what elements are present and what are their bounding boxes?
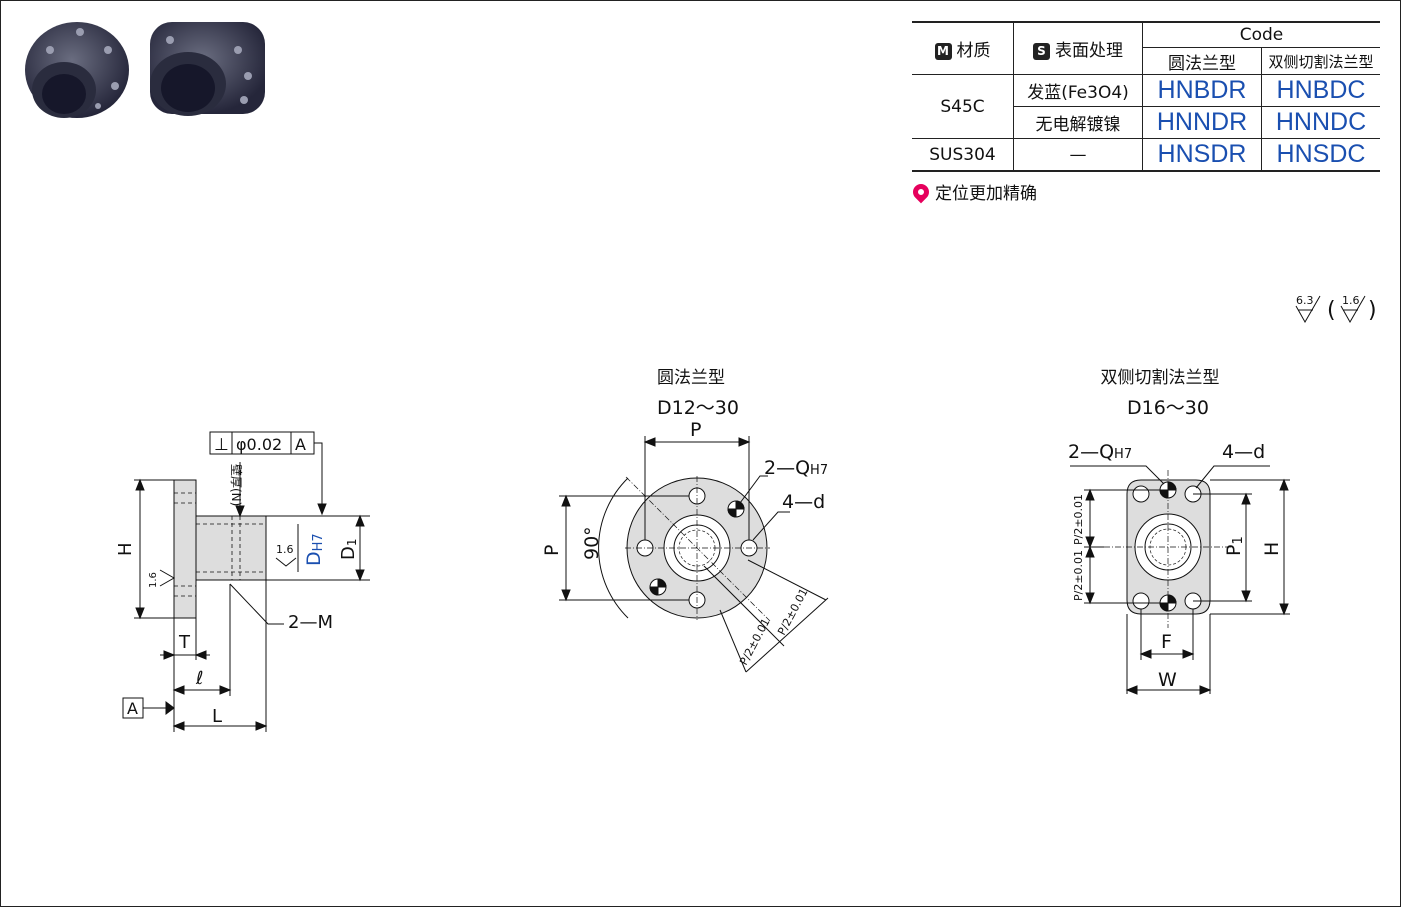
round-label-angle: 90° xyxy=(581,526,603,560)
label-d1: D1 xyxy=(338,538,359,560)
code-cell: HNSDC xyxy=(1261,138,1380,172)
label-d-h7: DH7 xyxy=(303,533,326,566)
cut-label-p1: P1 xyxy=(1223,536,1246,556)
surface-cell: 发蓝(Fe3O4) xyxy=(1013,74,1143,107)
round-flange-view: 圆法兰型 D12～30 P P xyxy=(541,368,829,673)
side-view: ⊥ φ0.02 A 壁厚(N) H 1.6 1.6 DH7 D1 2—M xyxy=(115,431,370,732)
round-label-half1: P/2±0.01 xyxy=(737,616,772,667)
col-round-header: 圆法兰型 xyxy=(1142,47,1262,75)
dowel-hole-icon xyxy=(649,500,745,596)
label-l: ℓ xyxy=(195,668,203,689)
tolerance-datum: A xyxy=(295,435,306,454)
precision-note: 定位更加精确 xyxy=(909,179,1037,204)
cut-view-title: 双侧切割法兰型 xyxy=(1101,368,1220,388)
label-big-l: L xyxy=(212,706,222,727)
svg-text:6.3: 6.3 xyxy=(1296,294,1314,307)
material-badge: M xyxy=(934,43,952,60)
round-label-d: 4—d xyxy=(782,491,825,513)
cut-label-half2: P/2±0.01 xyxy=(1072,550,1085,601)
cut-label-q: 2—QH7 xyxy=(1068,441,1132,463)
cut-flange-photo xyxy=(150,22,265,116)
round-view-range: D12～30 xyxy=(657,397,739,419)
perpendicularity-icon: ⊥ xyxy=(214,435,229,455)
surface-badge: S xyxy=(1033,43,1050,60)
label-t: T xyxy=(178,632,191,653)
round-view-title: 圆法兰型 xyxy=(657,368,725,388)
code-cell: HNBDC xyxy=(1261,74,1380,107)
material-s45c: S45C xyxy=(912,74,1014,139)
svg-text:): ) xyxy=(1368,298,1377,323)
label-h: H xyxy=(115,542,136,556)
round-label-p-left: P xyxy=(541,545,563,556)
material-sus304: SUS304 xyxy=(912,138,1014,172)
datum-box-label: A xyxy=(127,699,138,718)
cut-label-w: W xyxy=(1158,669,1177,691)
product-photos xyxy=(25,22,265,118)
svg-text:(: ( xyxy=(1327,298,1336,323)
cut-flange-view: 双侧切割法兰型 D16～30 2—QH7 4—d xyxy=(1068,368,1290,695)
svg-text:1.6: 1.6 xyxy=(276,543,294,556)
surface-cell: 无电解镀镍 xyxy=(1013,106,1143,139)
tolerance-value: φ0.02 xyxy=(236,435,282,454)
wall-thickness-note: 壁厚(N) xyxy=(229,464,244,506)
cut-label-h: H xyxy=(1261,542,1283,556)
code-cell: HNSDR xyxy=(1142,138,1262,172)
roughness-symbol: 6.3 ( 1.6 ) xyxy=(1295,294,1377,324)
code-header: Code xyxy=(1142,21,1380,48)
surface-cell: — xyxy=(1013,138,1143,172)
code-cell: HNNDR xyxy=(1142,106,1262,139)
cut-label-f: F xyxy=(1161,631,1172,653)
round-flange-photo xyxy=(25,22,129,118)
code-cell: HNBDR xyxy=(1142,74,1262,107)
round-label-q: 2—QH7 xyxy=(764,457,828,479)
cut-label-half1: P/2±0.01 xyxy=(1072,494,1085,545)
cut-view-range: D16～30 xyxy=(1127,397,1209,419)
svg-text:1.6: 1.6 xyxy=(1342,294,1360,307)
code-cell: HNNDC xyxy=(1261,106,1380,139)
cut-label-d: 4—d xyxy=(1222,441,1265,463)
label-2m: 2—M xyxy=(288,612,333,633)
roughness-small: 1.6 xyxy=(148,572,159,588)
round-label-p-top: P xyxy=(690,419,701,441)
col-cut-header: 双侧切割法兰型 xyxy=(1261,47,1380,75)
